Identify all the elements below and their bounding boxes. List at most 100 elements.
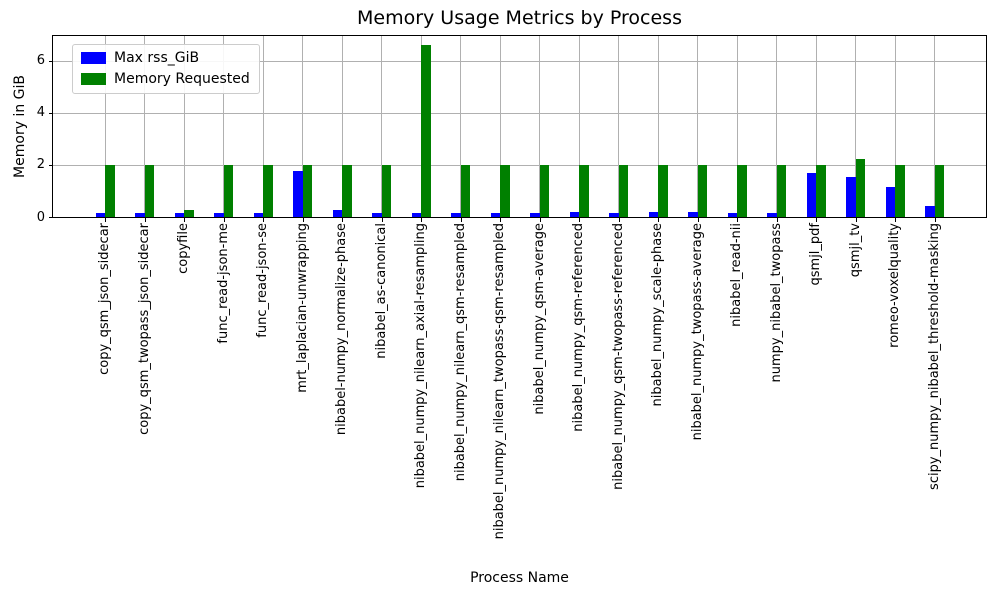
x-tick — [184, 218, 185, 222]
bar-memory-requested — [421, 44, 431, 217]
gridline-x — [144, 36, 145, 217]
x-tick-label: nibabel_numpy_nilearn_axial-resampling — [413, 223, 428, 489]
bar-max-rss — [727, 212, 737, 217]
x-tick — [737, 218, 738, 222]
bar-max-rss — [411, 212, 421, 217]
bar-memory-requested — [895, 164, 905, 217]
x-tick — [539, 218, 541, 222]
x-tick-label: nibabel_numpy_qsm-average — [531, 223, 547, 415]
gridline-x — [341, 36, 343, 217]
x-tick-label: nibabel_numpy_nilearn_twopass-qsm-resamp… — [492, 223, 507, 540]
gridline-x — [183, 36, 185, 217]
x-tick — [302, 218, 304, 222]
y-tick-label: 0 — [36, 209, 45, 225]
bar-max-rss — [293, 170, 303, 217]
x-tick-label: numpy_nibabel_twopass — [768, 223, 784, 383]
bar-memory-requested — [223, 164, 233, 217]
bar-max-rss — [372, 212, 382, 217]
legend-label-max-rss: Max rss_GiB — [114, 50, 200, 66]
x-tick — [697, 218, 699, 222]
gridline-x — [223, 36, 224, 217]
bar-memory-requested — [934, 164, 944, 217]
gridline-x — [736, 36, 738, 217]
bar-max-rss — [530, 212, 540, 217]
y-tick — [49, 217, 53, 218]
bar-memory-requested — [737, 164, 747, 217]
bar-max-rss — [885, 186, 895, 217]
x-tick-label: nibabel_numpy_qsm-twopass-referenced — [610, 223, 626, 490]
bar-memory-requested — [776, 164, 786, 217]
bar-memory-requested — [460, 164, 470, 217]
x-tick — [895, 218, 896, 222]
x-axis-label: Process Name — [470, 570, 569, 586]
x-tick — [658, 218, 659, 222]
y-tick-label: 2 — [36, 157, 45, 173]
legend-label-memory-requested: Memory Requested — [114, 71, 250, 87]
gridline-y — [53, 113, 986, 115]
bar-max-rss — [253, 212, 263, 217]
gridline-x — [815, 36, 817, 217]
gridline-x — [776, 36, 777, 217]
bar-max-rss — [214, 212, 224, 217]
gridline-x — [104, 36, 106, 217]
gridline-y — [53, 165, 986, 167]
y-tick — [49, 112, 53, 114]
y-tick-label: 4 — [36, 105, 45, 121]
y-tick — [49, 164, 53, 166]
chart-title: Memory Usage Metrics by Process — [357, 7, 682, 29]
x-tick-label: nibabel_numpy_scale-phase — [650, 223, 665, 407]
x-tick-label: scipy_numpy_nibabel_threshold-masking — [926, 223, 942, 490]
gridline-x — [302, 36, 303, 217]
x-tick — [223, 218, 225, 222]
bar-max-rss — [174, 212, 184, 217]
x-tick — [144, 218, 146, 222]
bar-max-rss — [688, 212, 698, 217]
bar-memory-requested — [184, 209, 194, 217]
bar-memory-requested — [342, 164, 352, 217]
x-tick — [618, 218, 620, 222]
gridline-x — [460, 36, 461, 217]
bar-memory-requested — [539, 164, 549, 217]
legend-swatch-memory-requested — [81, 73, 106, 85]
x-tick-label: func_read-json-se — [255, 223, 270, 338]
x-tick-label: copyfile — [176, 223, 191, 274]
x-tick-label: nibabel_numpy_nilearn_qsm-resampled — [452, 223, 468, 482]
bar-max-rss — [846, 177, 856, 217]
bar-max-rss — [767, 212, 777, 217]
bar-max-rss — [648, 212, 658, 217]
bar-max-rss — [332, 209, 342, 217]
gridline-x — [855, 36, 856, 217]
gridline-x — [578, 36, 580, 217]
gridline-x — [499, 36, 501, 217]
x-tick — [579, 218, 580, 222]
x-tick — [421, 218, 422, 222]
bar-memory-requested — [144, 164, 154, 217]
bar-max-rss — [95, 212, 105, 217]
bar-memory-requested — [697, 164, 707, 217]
plot-area — [52, 35, 987, 218]
bar-max-rss — [609, 212, 619, 217]
x-tick-label: mrt_laplacian-unwrapping — [294, 223, 310, 393]
x-tick — [776, 218, 778, 222]
x-tick — [500, 218, 501, 222]
x-tick-label: nibabel_as-canonical — [373, 223, 389, 359]
gridline-x — [381, 36, 382, 217]
bar-max-rss — [569, 212, 579, 217]
x-tick-label: qsmjl_tv — [847, 223, 863, 278]
bar-max-rss — [451, 212, 461, 217]
x-tick — [855, 218, 857, 222]
bar-max-rss — [490, 212, 500, 217]
bar-memory-requested — [105, 164, 115, 217]
gridline-x — [618, 36, 619, 217]
bar-memory-requested — [855, 158, 865, 217]
bar-memory-requested — [579, 164, 589, 217]
x-tick — [342, 218, 343, 222]
x-tick-label: copy_qsm_twopass_json_sidecar — [136, 223, 152, 435]
x-tick-label: copy_qsm_json_sidecar — [97, 223, 112, 375]
bar-max-rss — [925, 206, 935, 217]
bar-memory-requested — [816, 164, 826, 217]
x-tick-label: qsmjl_pdf — [808, 223, 823, 286]
bar-memory-requested — [658, 164, 668, 217]
x-tick-label: nibabel_read-nii — [729, 223, 744, 327]
bar-memory-requested — [302, 164, 312, 217]
